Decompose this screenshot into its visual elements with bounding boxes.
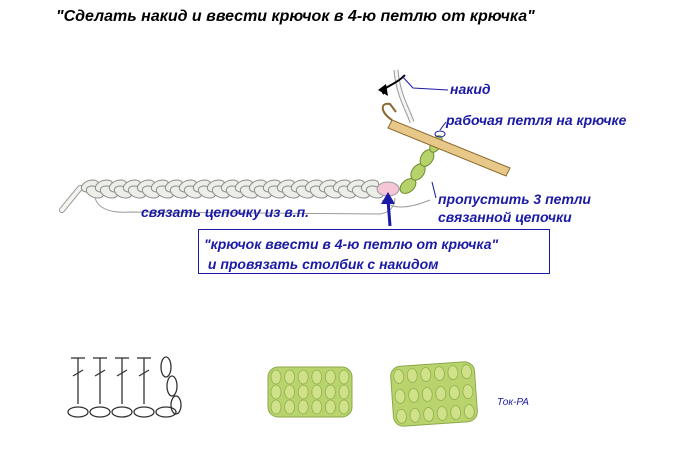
insert-pointer-arrow bbox=[386, 199, 392, 227]
knitted-swatch bbox=[390, 361, 478, 427]
label-insert-hook: "крючок ввести в 4-ю петлю от крючка" и … bbox=[204, 234, 498, 274]
chain-brace bbox=[94, 197, 396, 215]
label-skip-loops: пропустить 3 петли связанной цепочки bbox=[438, 190, 591, 226]
dc-symbol-chart bbox=[67, 356, 182, 418]
label-insert-line1: "крючок ввести в 4-ю петлю от крючка" bbox=[204, 236, 499, 252]
leader-skip bbox=[431, 181, 437, 199]
knitted-swatch bbox=[267, 366, 353, 418]
leader-nakid bbox=[401, 75, 449, 91]
label-skip-line1: пропустить 3 петли bbox=[438, 191, 591, 207]
leader-working-loop bbox=[439, 121, 447, 131]
yarn-chain bbox=[80, 179, 385, 199]
label-working-loop: рабочая петля на крючке bbox=[446, 112, 627, 128]
label-yarn-over: накид bbox=[450, 81, 491, 97]
crochet-hook-icon bbox=[381, 102, 511, 177]
author-credit: Ток-РА bbox=[497, 397, 529, 408]
instruction-box bbox=[198, 229, 550, 274]
label-insert-line2: и провязать столбик с накидом bbox=[204, 256, 439, 272]
page-title: "Сделать накид и ввести крючок в 4-ю пет… bbox=[56, 8, 535, 25]
label-make-chain: связать цепочку из в.п. bbox=[141, 204, 310, 220]
label-skip-line2: связанной цепочки bbox=[438, 209, 572, 225]
